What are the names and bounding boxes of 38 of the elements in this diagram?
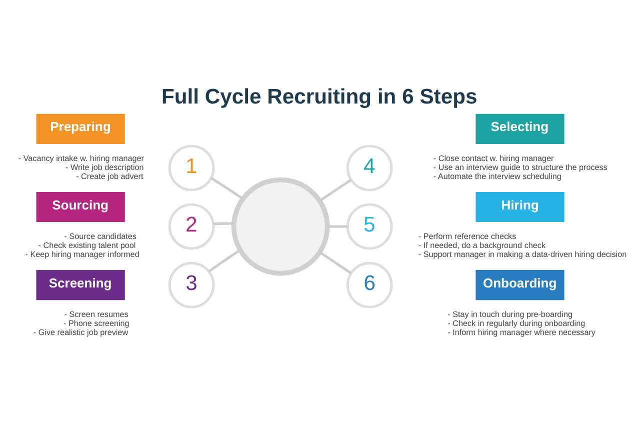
node-box: Sourcing [36,192,125,222]
node-circle: 5 [346,203,393,250]
node-box: Hiring [476,192,564,222]
connector [327,225,348,228]
node-circle: 3 [168,262,215,308]
node-box: Selecting [476,114,564,144]
node-box: Onboarding [476,270,564,300]
connector [319,251,352,274]
node-label: - Create job advert [76,172,144,181]
connector [213,222,234,226]
node-label: - Write job description [66,163,144,172]
node-label: - Check in regularly during onboarding [448,319,586,328]
node-label: - Stay in touch during pre-boarding [448,310,573,320]
node-label: - Automate the interview scheduling [433,172,562,181]
node-circle: 4 [346,144,393,192]
node-label: - Inform hiring manager where necessary [448,328,596,338]
node-label: - Give realistic job preview [33,328,128,338]
node-label: - Use an interview guide to structure the process [433,163,608,172]
node-box: Screening [36,270,125,300]
node-label: - Source candidates [64,232,136,242]
node-label: - If needed, do a background check [418,241,546,250]
node-box: Preparing [36,114,125,144]
connector [210,176,244,200]
node-label: - Check existing talent pool [38,241,136,250]
node-circle: 6 [346,262,393,308]
node-label: - Phone screening [64,319,130,328]
connector [208,249,241,272]
node-label: - Vacancy intake w. hiring manager [18,154,144,164]
diagram-title: Full Cycle Recruiting in 6 Steps [161,86,478,109]
node-label: - Perform reference checks [418,232,516,242]
node-label: - Keep hiring manager informed [25,250,140,260]
connector [319,178,352,202]
node-label: - Close contact w. hiring manager [433,154,554,164]
node-label: - Support manager in making a data-driven hiring decision [418,250,627,260]
node-circle: 2 [168,203,215,250]
node-circle [231,177,330,276]
node-label: - Screen resumes [64,310,128,320]
node-circle: 1 [168,144,215,192]
